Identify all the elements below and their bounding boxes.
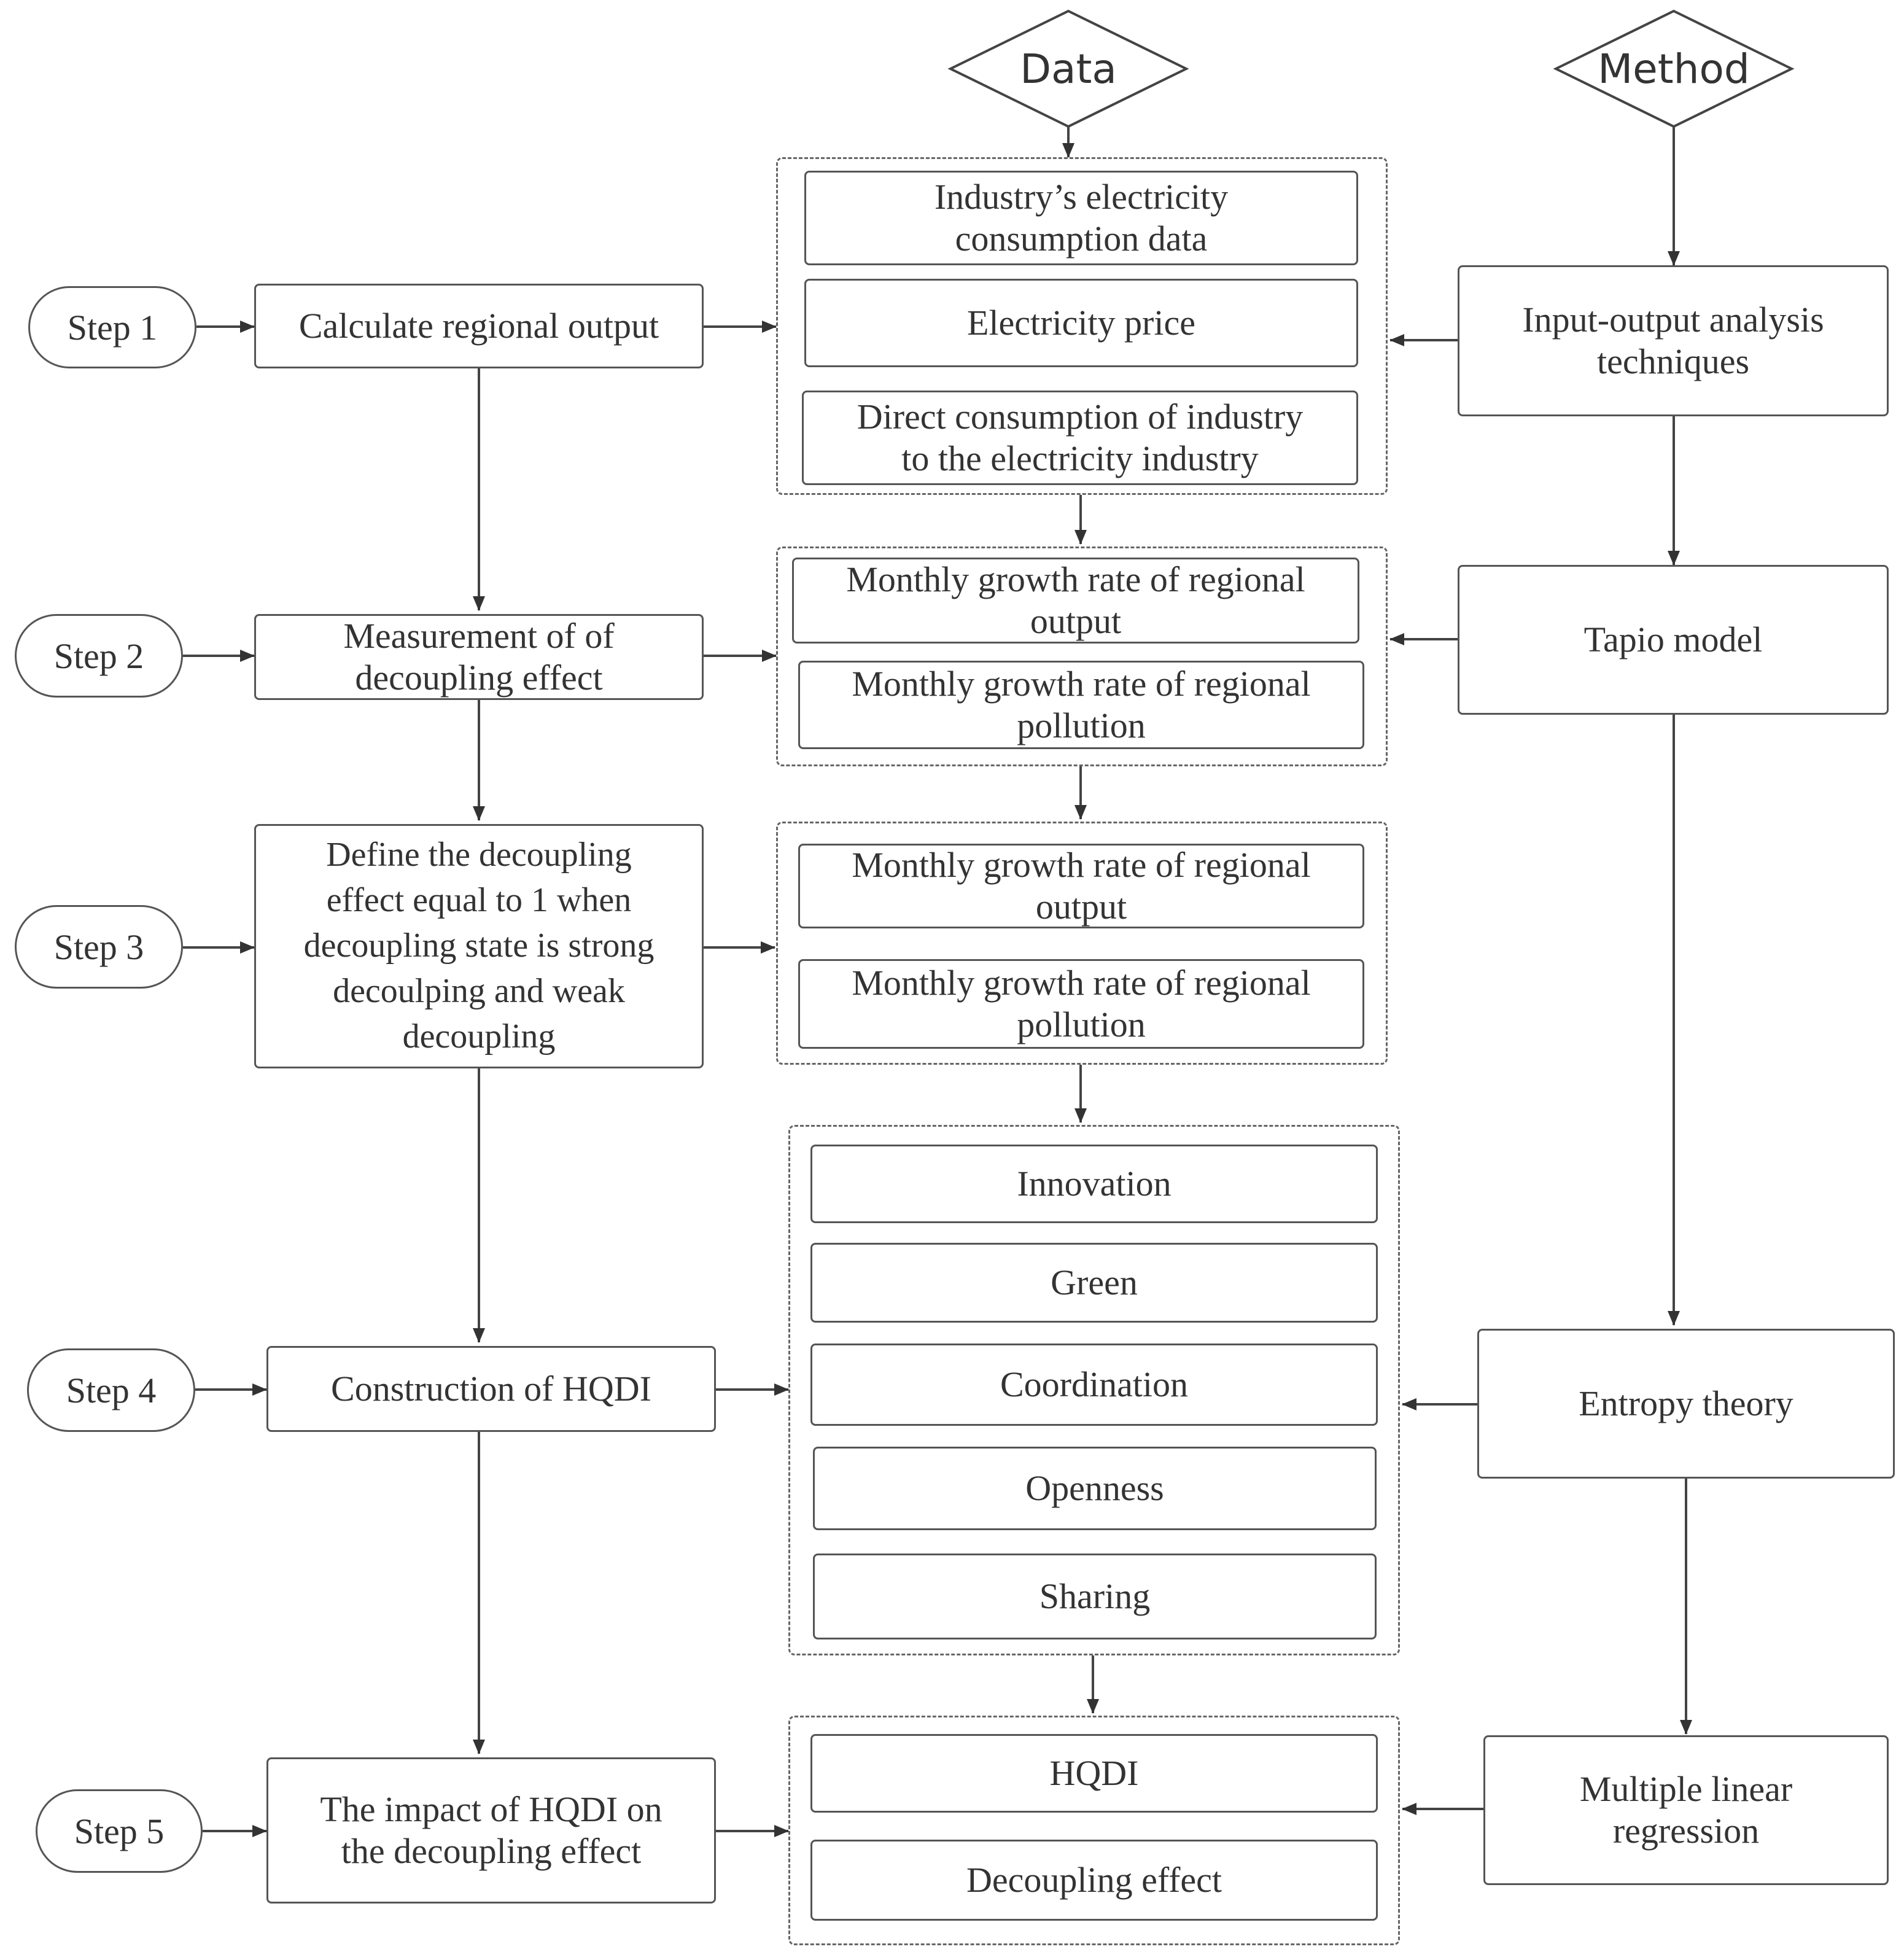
step-1-pill: Step 1 [28, 286, 196, 368]
data-sharing: Sharing [813, 1554, 1377, 1639]
data-coordination: Coordination [810, 1344, 1378, 1426]
process-construction-hqdi: Construction of HQDI [266, 1346, 716, 1432]
method-diamond: Method [1598, 45, 1750, 93]
method-input-output-analysis: Input-output analysis techniques [1458, 265, 1889, 416]
step-3-pill: Step 3 [15, 905, 183, 989]
data-group-5 [788, 1716, 1400, 1945]
data-decoupling-effect: Decoupling effect [810, 1840, 1378, 1921]
method-multiple-linear-regression: Multiple linear regression [1483, 1735, 1889, 1885]
data-industry-electricity-consumption: Industry’s electricity consumption data [804, 171, 1358, 265]
data-group-1 [776, 157, 1388, 495]
data-group-4 [788, 1125, 1400, 1655]
process-define-decoupling-effect: Define the decoupling effect equal to 1 … [254, 824, 704, 1068]
data-hqdi: HQDI [810, 1734, 1378, 1813]
process-impact-hqdi: The impact of HQDI on the decoupling eff… [266, 1757, 716, 1904]
data-diamond: Data [1020, 45, 1117, 93]
data-green: Green [810, 1243, 1378, 1323]
step-2-pill: Step 2 [15, 614, 183, 698]
method-entropy-theory: Entropy theory [1477, 1329, 1895, 1479]
data-monthly-growth-output-1: Monthly growth rate of regional output [792, 558, 1359, 644]
data-group-2 [776, 546, 1388, 766]
data-openness: Openness [813, 1447, 1377, 1530]
method-tapio-model: Tapio model [1458, 565, 1889, 715]
data-electricity-price: Electricity price [804, 279, 1358, 367]
data-monthly-growth-output-2: Monthly growth rate of regional output [798, 844, 1364, 928]
data-monthly-growth-pollution-1: Monthly growth rate of regional pollutio… [798, 661, 1364, 749]
process-measurement-decoupling-effect: Measurement of of decoupling effect [254, 614, 704, 700]
data-direct-consumption: Direct consumption of industry to the el… [802, 391, 1358, 485]
data-monthly-growth-pollution-2: Monthly growth rate of regional pollutio… [798, 959, 1364, 1049]
step-4-pill: Step 4 [27, 1348, 195, 1432]
process-calculate-regional-output: Calculate regional output [254, 284, 704, 368]
data-innovation: Innovation [810, 1145, 1378, 1223]
data-group-3 [776, 822, 1388, 1065]
step-5-pill: Step 5 [36, 1789, 203, 1873]
